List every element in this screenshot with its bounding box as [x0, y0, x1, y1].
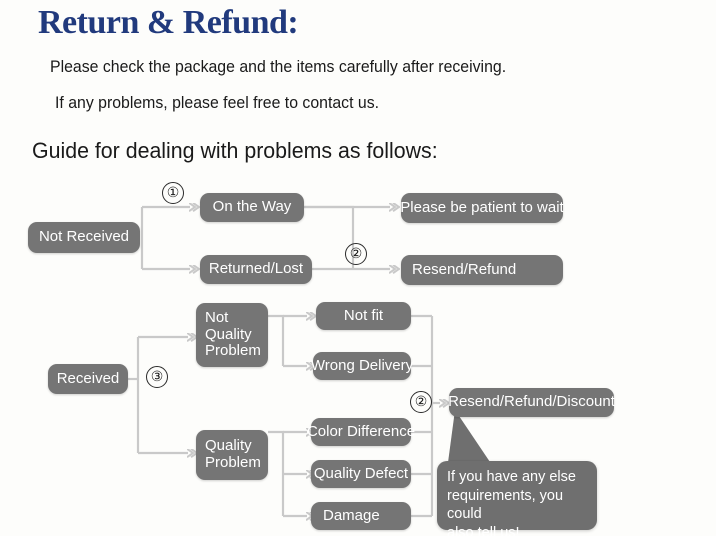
step-marker-2-top: ②	[345, 243, 367, 265]
node-resend-refund-discount[interactable]: Resend/Refund/Discount	[448, 388, 615, 417]
node-quality-problem-line1: Quality	[205, 437, 252, 455]
node-color-difference[interactable]: Color Difference	[307, 418, 415, 446]
step-marker-2-bottom: ②	[410, 391, 432, 413]
intro-line-1: Please check the package and the items c…	[50, 58, 507, 76]
node-not-received[interactable]: Not Received	[28, 222, 140, 253]
step-marker-1: ①	[162, 182, 184, 204]
node-not-quality-problem-line2: Quality	[205, 325, 252, 343]
intro-line-2: If any problems, please feel free to con…	[55, 94, 380, 112]
callout-line-1: If you have any else	[447, 469, 576, 485]
node-not-fit[interactable]: Not fit	[316, 302, 411, 330]
node-returned-lost[interactable]: Returned/Lost	[200, 255, 312, 284]
callout-line-2: requirements, you could	[447, 487, 564, 523]
guide-heading: Guide for dealing with problems as follo…	[32, 138, 438, 163]
node-quality-defect[interactable]: Quality Defect	[311, 460, 411, 488]
node-wrong-delivery[interactable]: Wrong Delivery	[311, 352, 413, 380]
node-received[interactable]: Received	[48, 364, 128, 394]
node-not-quality-problem-line3: Problem	[205, 342, 261, 360]
step-marker-3: ③	[146, 366, 168, 388]
node-resend-refund[interactable]: Resend/Refund	[401, 255, 563, 285]
node-on-the-way[interactable]: On the Way	[200, 193, 304, 222]
node-damage[interactable]: Damage	[311, 502, 411, 530]
node-quality-problem[interactable]: Quality Problem	[196, 430, 268, 480]
callout-line-3: also tell us!	[447, 524, 520, 536]
callout-extra-requirements: If you have any else requirements, you c…	[437, 461, 597, 536]
node-not-quality-problem[interactable]: Not Quality Problem	[196, 303, 268, 367]
node-quality-problem-line2: Problem	[205, 454, 261, 471]
node-please-be-patient-to-wait[interactable]: Please be patient to wait	[400, 193, 564, 223]
callout-pointer	[447, 410, 492, 470]
node-not-quality-problem-line1: Not	[205, 308, 229, 326]
page-title: Return & Refund:	[38, 4, 299, 41]
